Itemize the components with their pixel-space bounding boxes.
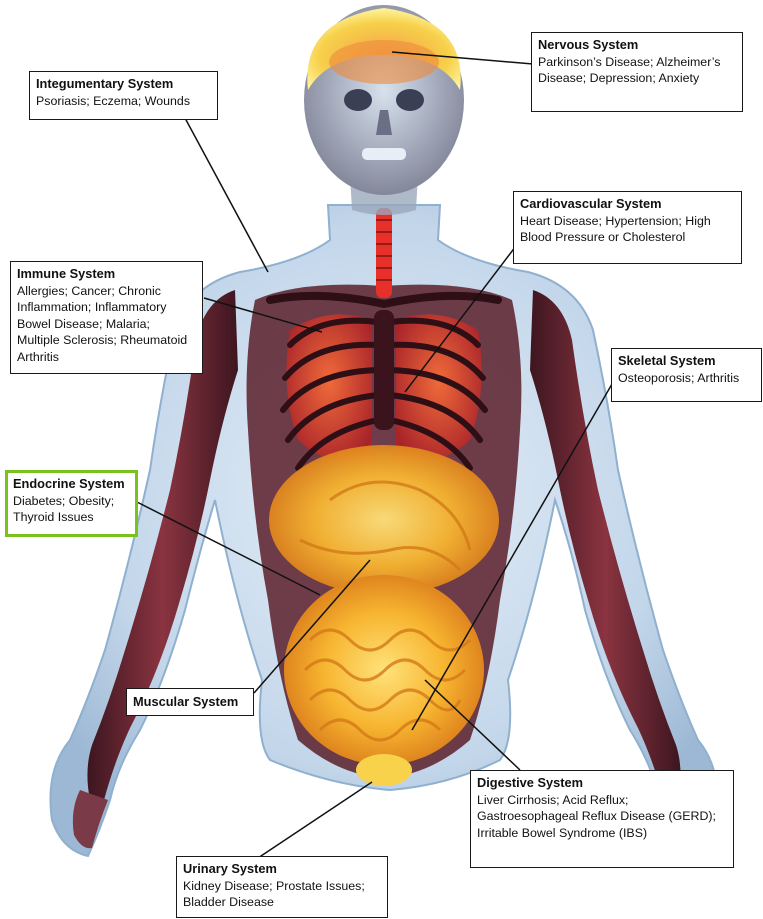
endocrine-system-title: Endocrine System — [13, 476, 130, 493]
integumentary-system-conditions: Psoriasis; Eczema; Wounds — [36, 93, 211, 110]
cardiovascular-system-title: Cardiovascular System — [520, 196, 735, 213]
label-endocrine-system: Endocrine System Diabetes; Obesity; Thyr… — [5, 470, 138, 537]
digestive-system-conditions: Liver Cirrhosis; Acid Reflux; Gastroesop… — [477, 792, 727, 842]
label-cardiovascular-system: Cardiovascular System Heart Disease; Hyp… — [513, 191, 742, 264]
urinary-system-conditions: Kidney Disease; Prostate Issues; Bladder… — [183, 878, 381, 911]
urinary-system-title: Urinary System — [183, 861, 381, 878]
sternum — [374, 310, 394, 430]
digestive-system-title: Digestive System — [477, 775, 727, 792]
label-digestive-system: Digestive System Liver Cirrhosis; Acid R… — [470, 770, 734, 868]
spinal-cord — [376, 208, 392, 298]
immune-system-conditions: Allergies; Cancer; Chronic Inflammation;… — [17, 283, 196, 366]
muscular-system-title: Muscular System — [133, 694, 247, 711]
label-nervous-system: Nervous System Parkinson’s Disease; Alzh… — [531, 32, 743, 112]
skeletal-system-title: Skeletal System — [618, 353, 755, 370]
immune-system-title: Immune System — [17, 266, 196, 283]
label-muscular-system: Muscular System — [126, 688, 254, 716]
endocrine-system-conditions: Diabetes; Obesity; Thyroid Issues — [13, 493, 130, 526]
skeletal-system-conditions: Osteoporosis; Arthritis — [618, 370, 755, 387]
label-urinary-system: Urinary System Kidney Disease; Prostate … — [176, 856, 388, 918]
label-immune-system: Immune System Allergies; Cancer; Chronic… — [10, 261, 203, 374]
integumentary-system-title: Integumentary System — [36, 76, 211, 93]
label-skeletal-system: Skeletal System Osteoporosis; Arthritis — [611, 348, 762, 402]
nervous-system-title: Nervous System — [538, 37, 736, 54]
nervous-system-conditions: Parkinson’s Disease; Alzheimer’s Disease… — [538, 54, 736, 87]
cardiovascular-system-conditions: Heart Disease; Hypertension; High Blood … — [520, 213, 735, 246]
head — [304, 5, 464, 195]
label-integumentary-system: Integumentary System Psoriasis; Eczema; … — [29, 71, 218, 120]
